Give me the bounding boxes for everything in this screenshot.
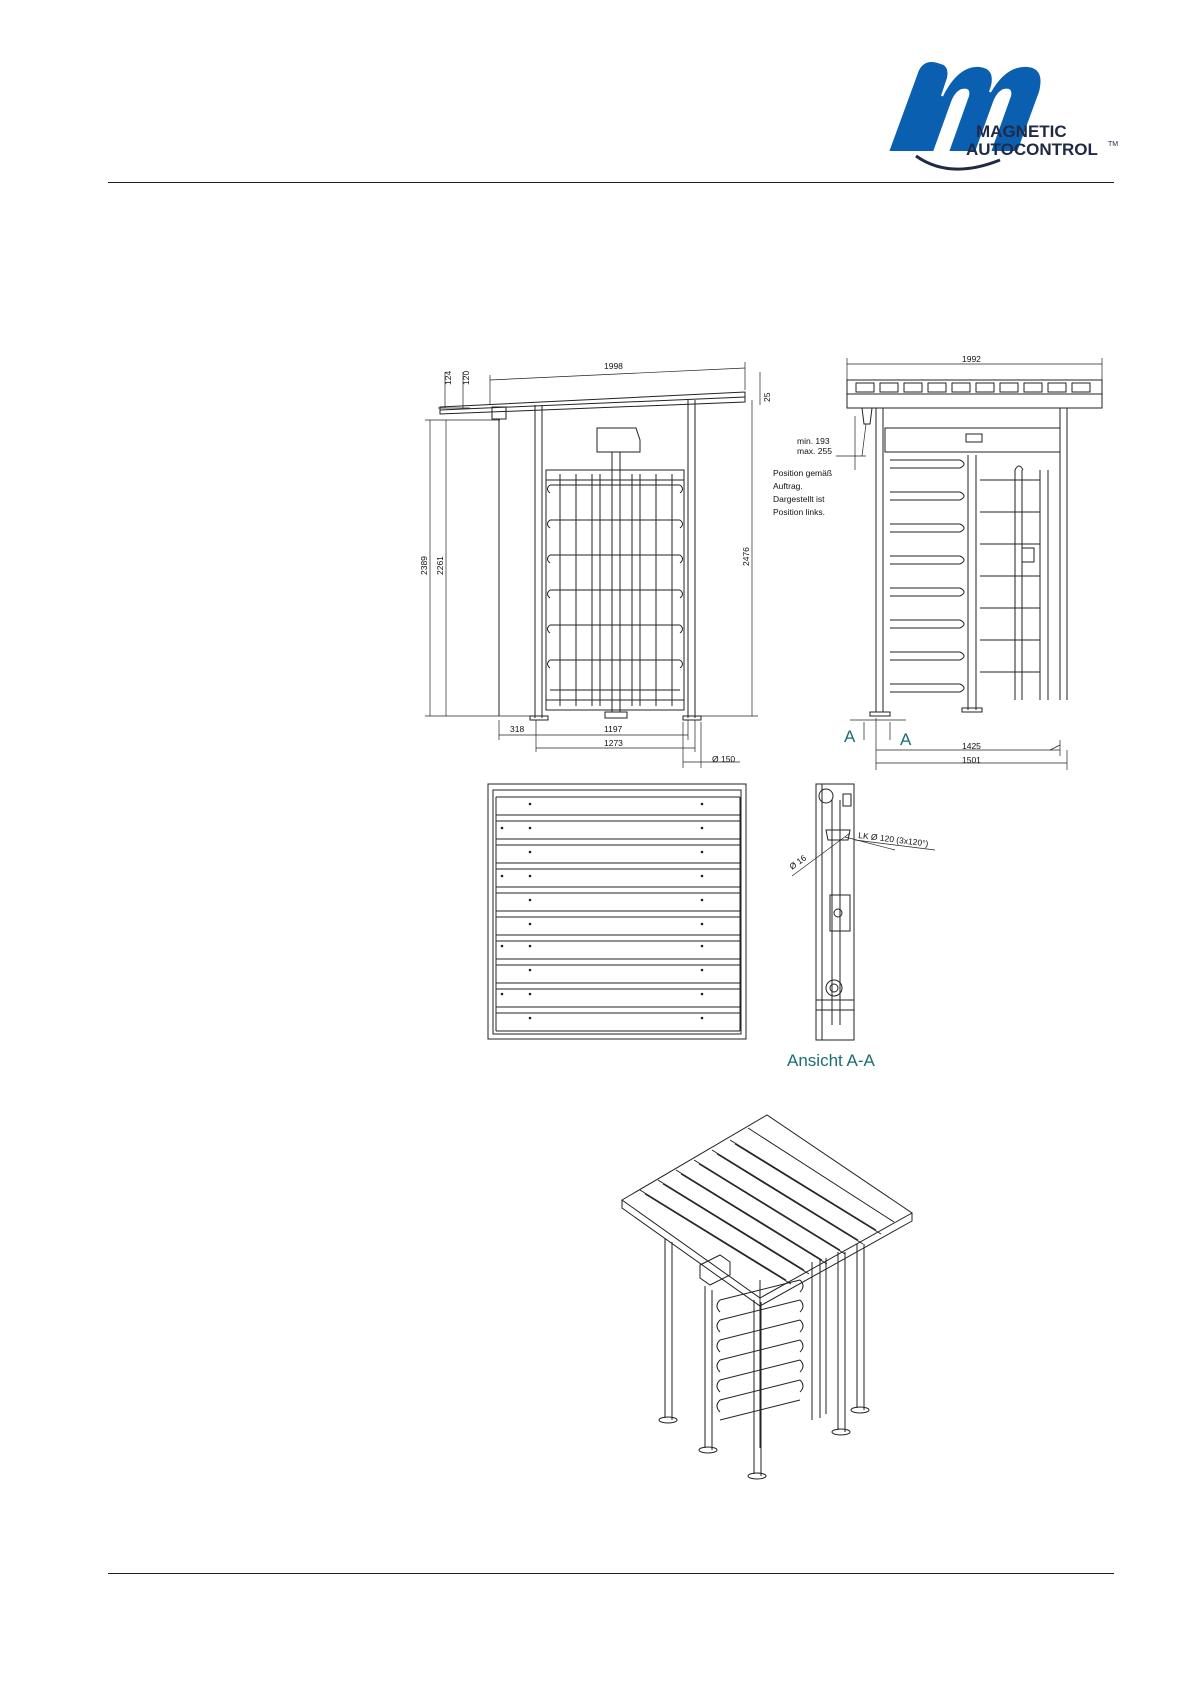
dim-side-1501: 1501 [962, 755, 981, 765]
section-a-a-view [792, 784, 935, 1040]
dim-front-1197: 1197 [604, 724, 623, 734]
dim-side-width-top: 1992 [962, 354, 981, 364]
dim-front-2389: 2389 [419, 556, 429, 575]
section-marker-a-right: A [900, 730, 912, 749]
roof-plan-view [488, 784, 746, 1039]
dim-front-width-top: 1998 [604, 361, 623, 371]
side-view [836, 358, 1102, 770]
dim-side-min: min. 193 [797, 436, 830, 446]
dim-section-dia16: Ø 16 [787, 853, 808, 872]
section-caption: Ansicht A-A [787, 1051, 876, 1070]
dim-side-max: max. 255 [797, 446, 832, 456]
dim-front-1273: 1273 [604, 738, 623, 748]
dim-side-1425: 1425 [962, 741, 981, 751]
dim-front-318: 318 [510, 724, 524, 734]
dim-section-lk: LK Ø 120 (3x120°) [858, 830, 929, 849]
dim-front-124: 124 [443, 371, 453, 385]
side-note-line-1: Position gemäß [773, 468, 832, 478]
dim-front-25: 25 [762, 392, 772, 402]
side-note-line-4: Position links. [773, 507, 825, 517]
dim-front-2261: 2261 [435, 556, 445, 575]
section-marker-a-left: A [844, 727, 856, 746]
front-view [425, 362, 760, 768]
isometric-view [622, 1115, 912, 1479]
dim-front-2476: 2476 [741, 547, 751, 566]
side-note-line-3: Dargestellt ist [773, 494, 825, 504]
side-note-line-2: Auftrag. [773, 481, 803, 491]
dim-front-dia150: Ø 150 [712, 754, 735, 764]
dim-front-120: 120 [461, 371, 471, 385]
